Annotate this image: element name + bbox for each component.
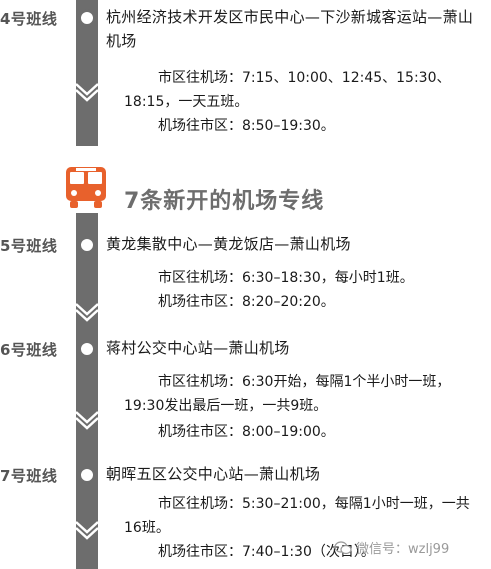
schedule-to-city: 机场往市区：8:50–19:30。 (158, 118, 335, 134)
schedule-to-city: 机场往市区：7:40–1:30（次日）。 (158, 544, 375, 560)
watermark: 微信号：wzlj99 (334, 538, 449, 557)
schedule-to-airport: 市区往机场：6:30–18:30，每小时1班。 (158, 270, 414, 286)
route-name: 蒋村公交中心站—萧山机场 (106, 339, 290, 357)
route-node (78, 340, 96, 358)
timeline-bar-bottom (76, 213, 98, 569)
timeline-bar-top (76, 0, 98, 146)
route-node (78, 236, 96, 254)
route-label: 6号班线 (0, 341, 58, 359)
wechat-icon (334, 540, 352, 555)
route-label: 5号班线 (0, 237, 58, 255)
bus-icon (62, 163, 110, 211)
route-name: 朝晖五区公交中心站—萧山机场 (106, 465, 321, 483)
route-label: 7号班线 (0, 467, 58, 485)
chevron-down-icon (74, 80, 100, 102)
route-label: 4号班线 (0, 10, 58, 28)
section-title: 7条新开的机场专线 (124, 189, 325, 214)
route-node (78, 466, 96, 484)
schedule-to-airport: 市区往机场：6:30开始，每隔1个半小时一班，19:30发出最后一班，一共9班。 (124, 374, 451, 414)
chevron-down-icon (74, 300, 100, 322)
schedule-to-airport: 市区往机场：5:30–21:00，每隔1小时一班，一共16班。 (124, 496, 470, 536)
schedule-to-city: 机场往市区：8:20–20:20。 (158, 294, 335, 310)
chevron-down-icon (74, 408, 100, 430)
schedule-to-airport: 市区往机场：7:15、10:00、12:45、15:30、18:15，一天五班。 (124, 70, 451, 110)
route-node (78, 9, 96, 27)
route-name: 杭州经济技术开发区市民中心—下沙新城客运站—萧山机场 (106, 8, 474, 50)
schedule-to-city: 机场往市区：8:00–19:00。 (158, 424, 335, 440)
chevron-down-icon (74, 518, 100, 540)
route-name: 黄龙集散中心—黄龙饭店—萧山机场 (106, 235, 351, 253)
watermark-text: 微信号：wzlj99 (356, 542, 450, 557)
